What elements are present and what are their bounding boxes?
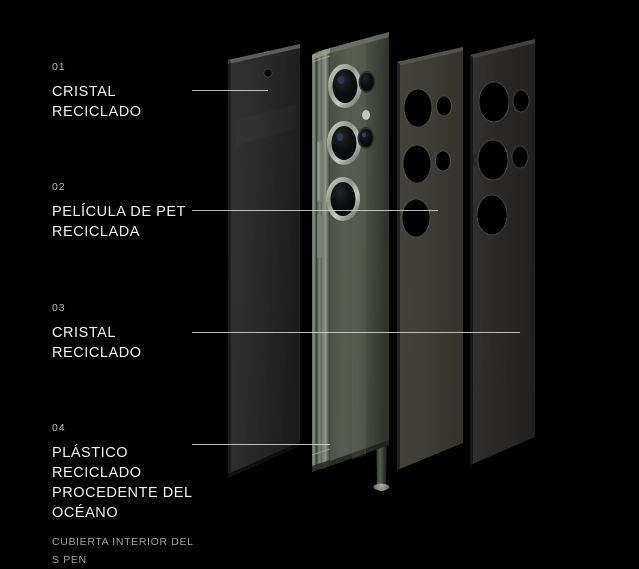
callout-04: 04 PLÁSTICO RECICLADO PROCEDENTE DEL OCÉ… [52,423,257,569]
callout-04-subtitle: CUBIERTA INTERIOR DEL S PEN [52,535,194,566]
callout-01-title: CRISTAL RECICLADO [52,83,142,120]
callout-04-title: PLÁSTICO RECICLADO PROCEDENTE DEL OCÉANO [52,444,193,521]
leader-line-04 [192,444,330,445]
leader-line-03 [192,332,520,333]
callout-03-title: CRISTAL RECICLADO [52,324,142,361]
callout-03-number: 03 [52,302,66,314]
callout-02-title: PELÍCULA DE PET RECICLADA [52,203,186,240]
callout-02: 02 PELÍCULA DE PET RECICLADA [52,182,252,242]
callout-01: 01 CRISTAL RECICLADO [52,62,242,122]
callout-03: 03 CRISTAL RECICLADO [52,303,242,363]
leader-line-01 [192,90,268,91]
layer-phone-body [311,32,390,491]
callout-04-number: 04 [52,422,66,434]
camera-array [326,64,376,221]
leader-line-02 [192,210,438,211]
s-pen [373,440,390,491]
callout-01-number: 01 [52,61,66,73]
callout-02-number: 02 [52,181,66,193]
layer-ocean-plastic [470,39,535,465]
layer-pet-film [397,47,463,470]
